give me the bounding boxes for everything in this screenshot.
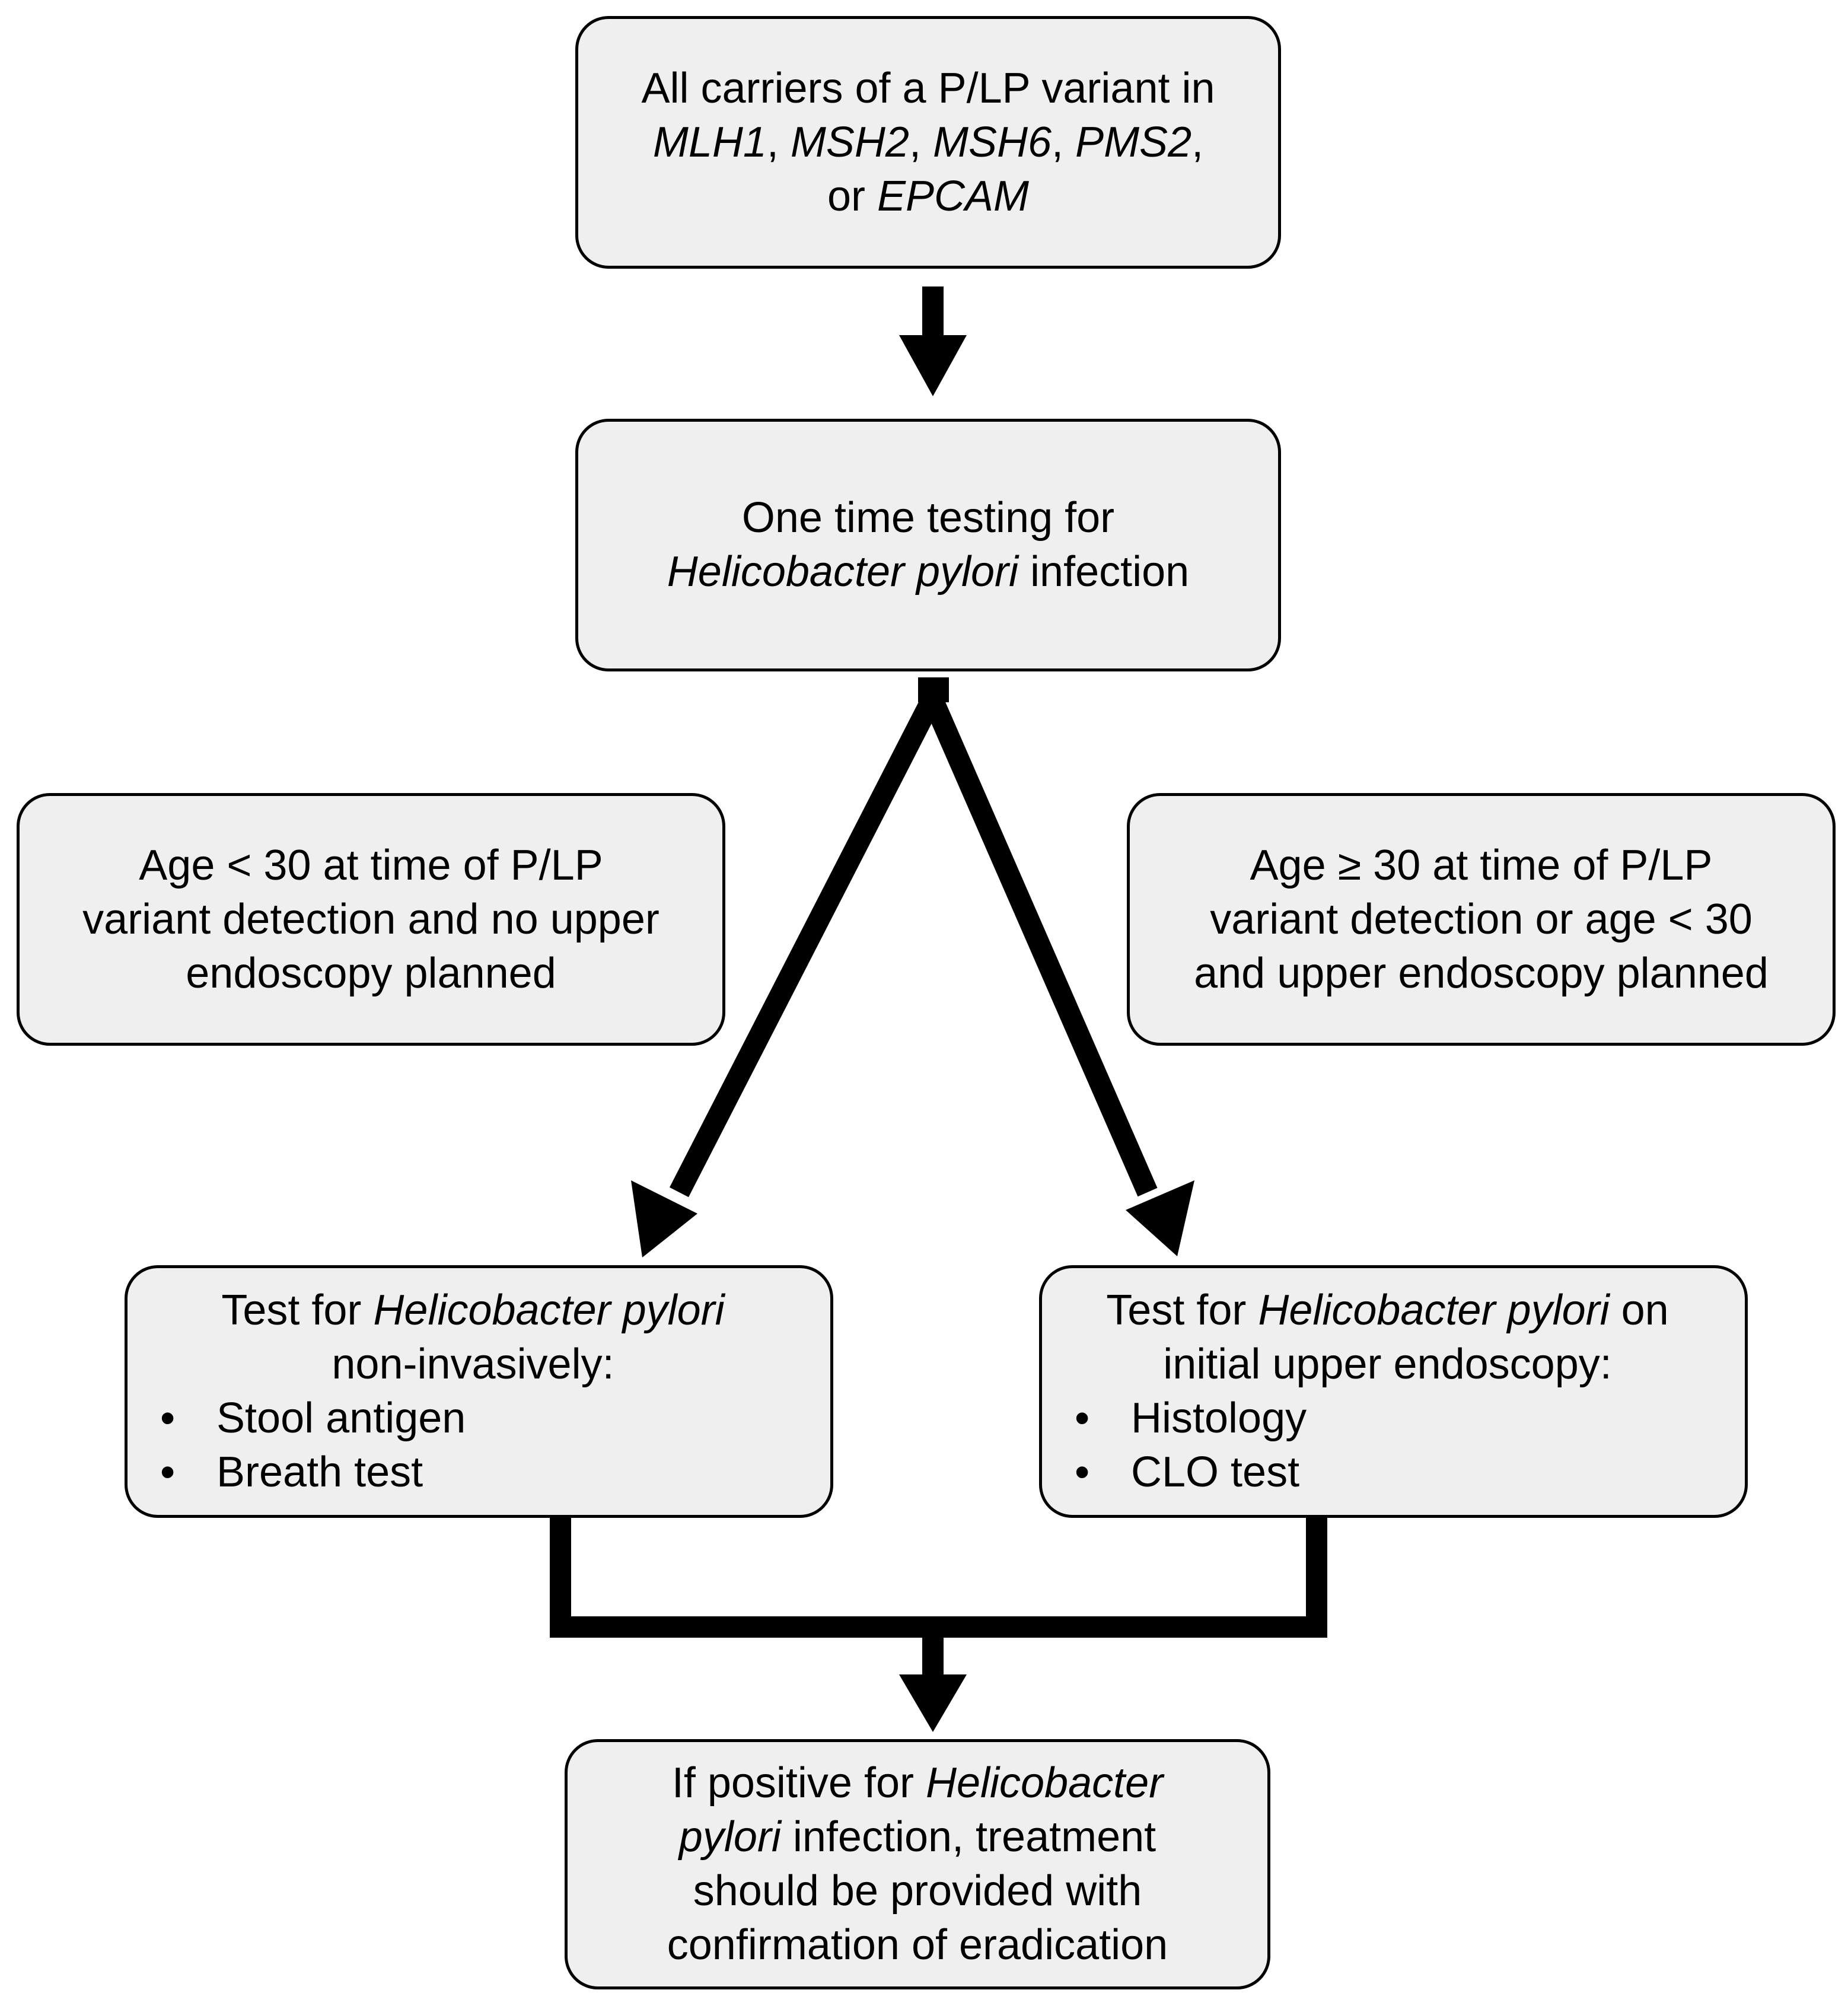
list-item: •CLO test bbox=[1075, 1448, 1300, 1496]
list-item: •Breath test bbox=[160, 1448, 423, 1496]
carriers-line-3: or EPCAM bbox=[827, 172, 1030, 220]
node-carriers: All carriers of a P/LP variant in MLH1, … bbox=[575, 16, 1281, 269]
endoscopy-line-1: Test for Helicobacter pylori on bbox=[1106, 1287, 1669, 1334]
carriers-gene-list: MLH1, MSH2, MSH6, PMS2, bbox=[652, 118, 1204, 166]
node-noninvasive-test: Test for Helicobacter pylori non-invasiv… bbox=[125, 1265, 833, 1518]
age-under-30-line-3: endoscopy planned bbox=[186, 949, 556, 997]
age-under-30-line-2: variant detection and no upper bbox=[82, 895, 659, 943]
noninvasive-test-list: •Stool antigen •Breath test bbox=[128, 1392, 818, 1499]
noninvasive-line-2: non-invasively: bbox=[332, 1341, 614, 1388]
arrow-merge-to-treatment-head bbox=[899, 1674, 967, 1732]
gene-mlh1: MLH1 bbox=[652, 118, 767, 166]
gene-msh2: MSH2 bbox=[790, 118, 909, 166]
node-treatment: If positive for Helicobacter pylori infe… bbox=[565, 1739, 1270, 1989]
age-over-30-line-1: Age ≥ 30 at time of P/LP bbox=[1250, 841, 1713, 889]
age-under-30-line-1: Age < 30 at time of P/LP bbox=[139, 841, 603, 889]
list-item: •Stool antigen bbox=[160, 1394, 466, 1442]
node-endoscopy-test: Test for Helicobacter pylori on initial … bbox=[1039, 1265, 1748, 1518]
treatment-line-3: should be provided with bbox=[693, 1867, 1142, 1915]
gene-pms2: PMS2 bbox=[1075, 118, 1192, 166]
endoscopy-test-list: •Histology •CLO test bbox=[1042, 1392, 1733, 1499]
treatment-line-4: confirmation of eradication bbox=[667, 1921, 1168, 1969]
noninvasive-line-1: Test for Helicobacter pylori bbox=[221, 1287, 725, 1334]
arrow-testing-to-noninvasive-head bbox=[631, 1180, 697, 1257]
arrow-testing-to-endoscopy-head bbox=[1126, 1180, 1194, 1256]
list-item: •Histology bbox=[1075, 1394, 1307, 1442]
gene-epcam: EPCAM bbox=[877, 172, 1030, 220]
testing-line-2: Helicobacter pylori infection bbox=[667, 548, 1190, 596]
treatment-line-2: pylori infection, treatment bbox=[678, 1813, 1156, 1861]
endoscopy-line-2: initial upper endoscopy: bbox=[1163, 1341, 1612, 1388]
merge-connector bbox=[550, 1517, 1327, 1638]
age-over-30-line-2: variant detection or age < 30 bbox=[1210, 895, 1753, 943]
node-age-under-30: Age < 30 at time of P/LP variant detecti… bbox=[17, 793, 725, 1046]
carriers-line-1: All carriers of a P/LP variant in bbox=[641, 64, 1215, 112]
node-age-30-or-over: Age ≥ 30 at time of P/LP variant detecti… bbox=[1127, 793, 1836, 1046]
age-over-30-line-3: and upper endoscopy planned bbox=[1194, 949, 1769, 997]
gene-msh6: MSH6 bbox=[932, 118, 1052, 166]
arrow-testing-to-noninvasive-shaft bbox=[669, 693, 942, 1198]
arrow-carriers-to-testing-head bbox=[899, 335, 967, 396]
treatment-line-1: If positive for Helicobacter bbox=[671, 1759, 1164, 1807]
arrow-testing-to-endoscopy-shaft bbox=[922, 694, 1158, 1197]
node-one-time-testing: One time testing for Helicobacter pylori… bbox=[575, 419, 1281, 671]
testing-line-1: One time testing for bbox=[741, 494, 1115, 542]
